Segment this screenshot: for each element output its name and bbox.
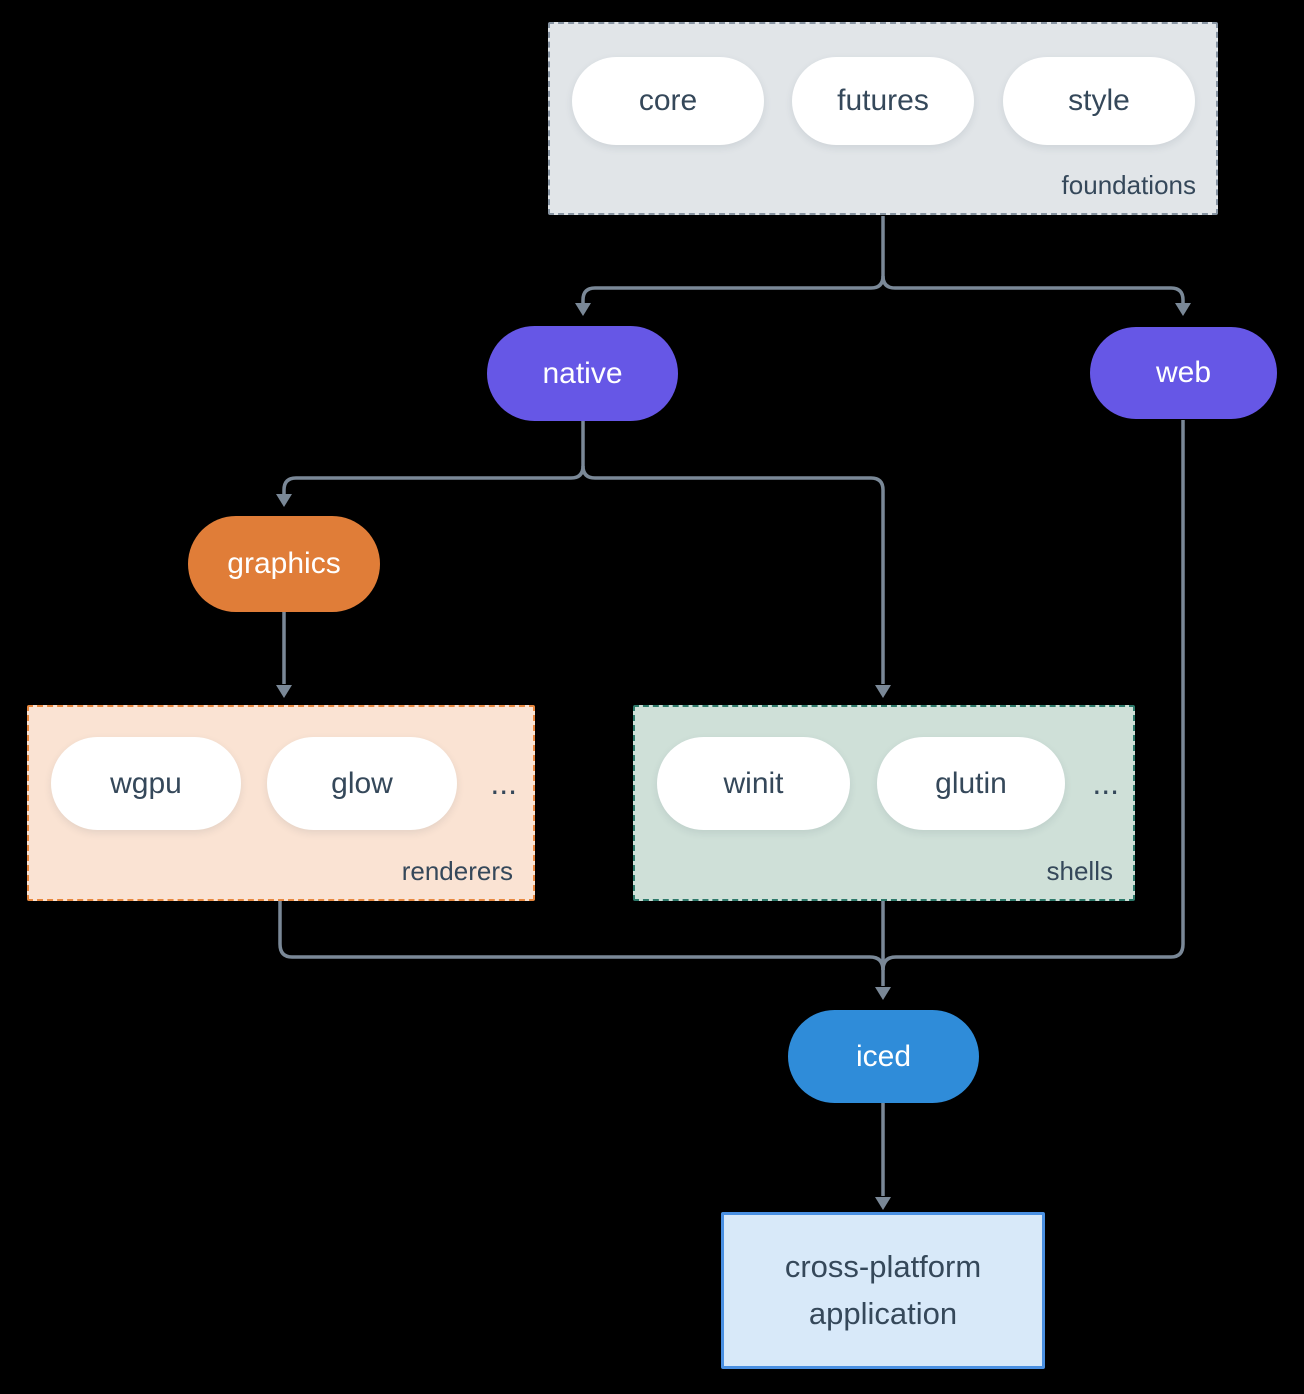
node-web: web — [1090, 327, 1277, 419]
pill-wgpu: wgpu — [51, 737, 241, 830]
renderers-group: wgpu glow ... renderers — [27, 705, 535, 901]
shells-ellipsis: ... — [1092, 765, 1119, 801]
foundations-label: foundations — [1061, 170, 1196, 200]
pill-winit: winit — [657, 737, 850, 830]
pill-style: style — [1003, 57, 1195, 145]
edge-native-shells — [581, 465, 885, 684]
arrowhead-to-shells — [875, 685, 891, 698]
renderers-ellipsis: ... — [490, 765, 517, 801]
edge-native-graphics — [282, 421, 585, 494]
edge-foundations-web — [881, 275, 1185, 303]
arrowhead-to-iced — [875, 987, 891, 1000]
pill-glutin: glutin — [877, 737, 1065, 830]
renderers-label: renderers — [401, 856, 513, 886]
shells-group: winit glutin ... shells — [633, 705, 1135, 901]
arrowhead-to-application — [875, 1197, 891, 1210]
edge-renderers-merge — [278, 901, 885, 971]
pill-glow: glow — [267, 737, 457, 830]
node-graphics: graphics — [188, 516, 380, 612]
arrowhead-to-native — [575, 303, 591, 316]
node-native: native — [487, 326, 678, 421]
shells-label: shells — [1046, 856, 1113, 886]
node-iced: iced — [788, 1010, 979, 1103]
pill-core: core — [572, 57, 764, 145]
foundations-group: core futures style foundations — [548, 22, 1218, 215]
arrowhead-to-renderers — [276, 685, 292, 698]
arrowhead-to-graphics — [276, 494, 292, 507]
application-box: cross-platform application — [721, 1212, 1045, 1369]
pill-futures: futures — [792, 57, 974, 145]
arrowhead-to-web — [1175, 303, 1191, 316]
edge-foundations-native — [581, 275, 885, 303]
